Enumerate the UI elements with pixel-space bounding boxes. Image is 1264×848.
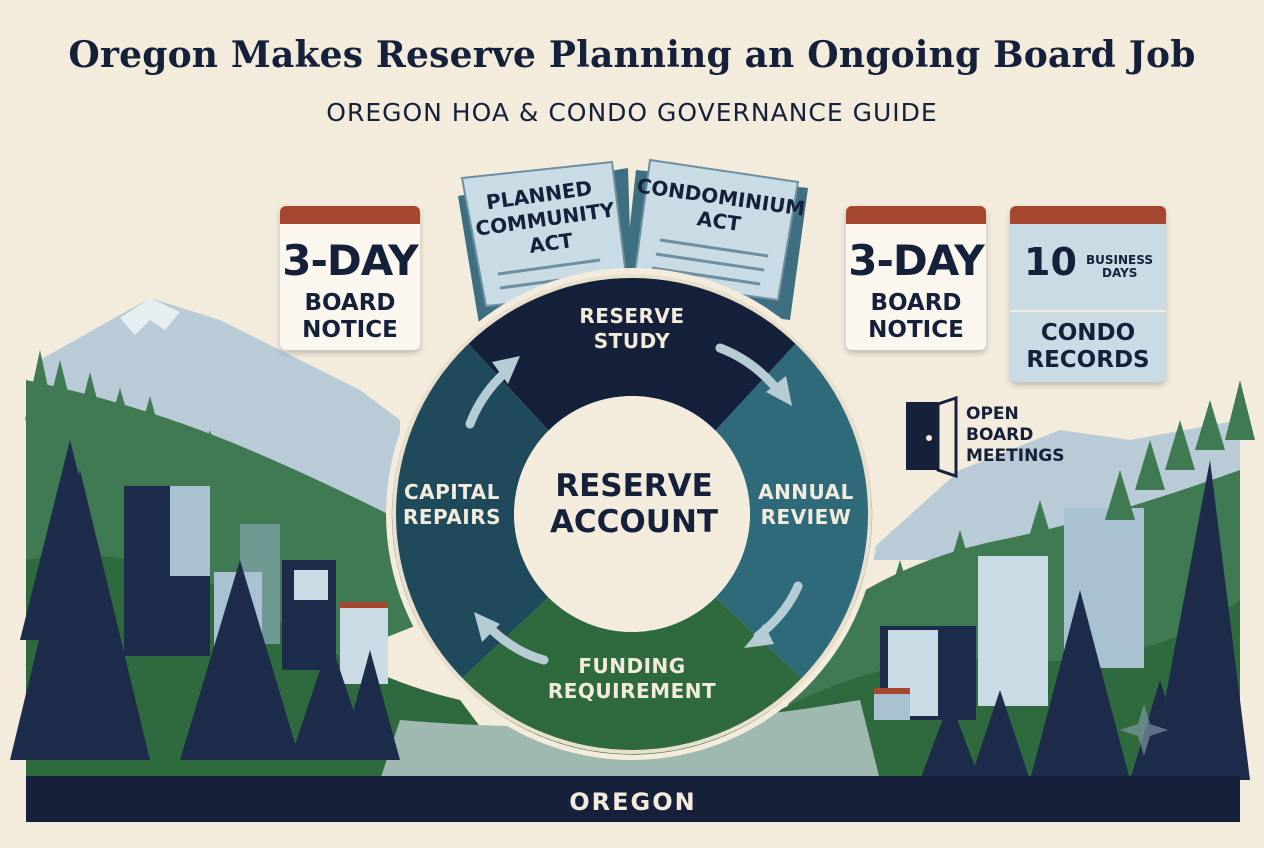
footer-banner: OREGON xyxy=(26,776,1240,822)
center-line2: ACCOUNT xyxy=(549,504,719,540)
board-notice-card-left: 3-DAY BOARD NOTICE xyxy=(280,206,420,350)
card-divider xyxy=(1010,310,1166,312)
notice-line1: BOARD xyxy=(304,290,396,316)
step-funding-requirement-line1: FUNDING xyxy=(578,654,686,678)
page-subtitle: OREGON HOA & CONDO GOVERNANCE GUIDE xyxy=(326,98,938,127)
center-reserve-account: RESERVE ACCOUNT xyxy=(516,468,752,540)
records-days-unit: BUSINESS DAYS xyxy=(1086,254,1153,280)
step-annual-review-line1: ANNUAL xyxy=(758,480,854,504)
meetings-line1: OPEN xyxy=(966,404,1019,424)
records-line2: RECORDS xyxy=(1026,347,1150,373)
notice-line2: NOTICE xyxy=(868,317,964,343)
step-reserve-study-line1: RESERVE xyxy=(579,304,685,328)
records-sub2: DAYS xyxy=(1102,266,1138,280)
segment-annual-review xyxy=(715,341,873,681)
notice-line1: BOARD xyxy=(870,290,962,316)
condo-records-card: 10 BUSINESS DAYS CONDO RECORDS xyxy=(1010,206,1166,382)
calendar-header xyxy=(280,206,420,224)
meetings-line2: BOARD xyxy=(966,425,1034,445)
calendar-header xyxy=(846,206,986,224)
step-annual-review-line2: REVIEW xyxy=(760,505,852,529)
records-days: 10 xyxy=(1024,240,1077,284)
records-sub1: BUSINESS xyxy=(1086,253,1153,267)
calendar-header xyxy=(1010,206,1166,224)
sparkle-icon xyxy=(1120,704,1168,756)
step-reserve-study-line2: STUDY xyxy=(593,329,671,353)
segment-reserve-study xyxy=(466,274,798,431)
step-funding-requirement: FUNDING REQUIREMENT xyxy=(542,654,722,704)
notice-days: 3-DAY xyxy=(848,236,984,285)
door-icon xyxy=(906,395,958,479)
open-board-meetings-label: OPEN BOARD MEETINGS xyxy=(966,404,1065,467)
meetings-line3: MEETINGS xyxy=(966,446,1065,466)
records-line1: CONDO xyxy=(1040,320,1136,346)
notice-days: 3-DAY xyxy=(282,236,418,285)
arrow-icon xyxy=(715,343,781,393)
center-circle xyxy=(514,396,750,632)
step-annual-review: ANNUAL REVIEW xyxy=(746,480,866,530)
step-capital-repairs: CAPITAL REPAIRS xyxy=(392,480,512,530)
board-notice-card-right: 3-DAY BOARD NOTICE xyxy=(846,206,986,350)
segment-funding-requirement xyxy=(459,597,805,755)
page-title: Oregon Makes Reserve Planning an Ongoing… xyxy=(68,34,1196,76)
step-capital-repairs-line1: CAPITAL xyxy=(403,480,501,504)
step-reserve-study: RESERVE STUDY xyxy=(552,304,712,354)
center-line1: RESERVE xyxy=(555,468,713,504)
step-capital-repairs-line2: REPAIRS xyxy=(402,505,502,529)
step-funding-requirement-line2: REQUIREMENT xyxy=(547,679,717,703)
segment-capital-repairs xyxy=(391,341,549,681)
notice-line2: NOTICE xyxy=(302,317,398,343)
